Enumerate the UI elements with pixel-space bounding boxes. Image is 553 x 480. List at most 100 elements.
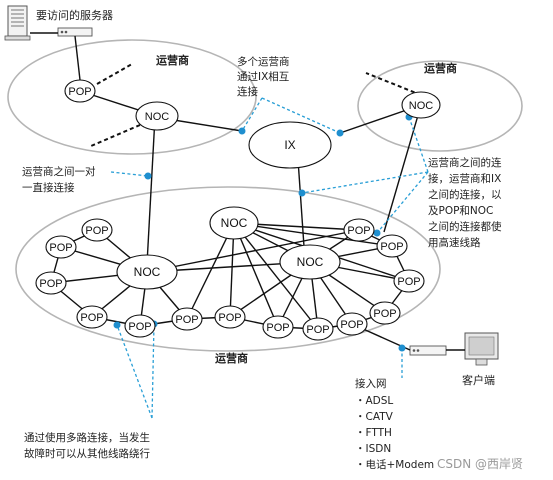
node-layer: POP NOC NOC IX NOC NOC NOC POP POP POP POP POP POP PO… (35, 79, 441, 341)
client-label: 客户端 (462, 373, 495, 387)
node-label: POP (397, 276, 420, 288)
note-line: 之间的连接，以 (428, 188, 502, 201)
link-dots (113, 113, 413, 352)
carrier-ellipse-top-right (357, 60, 523, 152)
node-label: NOC (409, 100, 434, 112)
note-direct: 运营商之间一对 一直接连接 (22, 165, 96, 194)
node-label: POP (266, 322, 289, 334)
access-item: ・CATV (355, 411, 394, 423)
access-item: ・电话+Modem (355, 458, 434, 471)
note-highspeed: 运营商之间的连 接，运营商和IX 之间的连接，以 及POP和NOC 之间的连接都… (428, 156, 502, 249)
access-item: ・FTTH (355, 427, 392, 439)
note-line: 多个运营商 (237, 55, 290, 68)
note-ix-interconnect: 多个运营商 通过IX相互 连接 (237, 55, 290, 98)
node-shape (76, 305, 108, 329)
node-label: POP (80, 312, 103, 324)
access-title: 接入网 (355, 377, 387, 390)
node-label: NOC (134, 265, 161, 279)
node-pop-b14: POP (343, 218, 375, 242)
node-shape (124, 314, 156, 338)
node-pop-b5: POP (124, 314, 156, 338)
node-shape (376, 234, 408, 258)
node-pop-b8: POP (262, 315, 294, 339)
node-ix-exchange: IX (248, 121, 332, 169)
callout-leaders (110, 97, 429, 419)
node-label: POP (175, 314, 198, 326)
server-label: 要访问的服务器 (36, 8, 113, 22)
router-icon (57, 27, 93, 37)
modem-icon (409, 345, 447, 356)
node-label: NOC (297, 255, 324, 269)
node-shape (81, 218, 113, 242)
node-label: POP (306, 324, 329, 336)
carrier-ellipse-bottom (15, 186, 441, 352)
node-noc-top-right: NOC (401, 91, 441, 119)
dashed-stubs (90, 63, 422, 147)
access-network-list: 接入网 ・ADSL ・CATV ・FTTH ・ISDN ・电话+Modem (355, 377, 434, 471)
carrier-label-bottom: 运营商 (215, 351, 248, 365)
carrier-label-top-left: 运营商 (156, 53, 189, 67)
node-noc-top-left: NOC (135, 101, 179, 131)
note-line: 运营商之间一对 (22, 165, 96, 178)
node-label: NOC (145, 111, 170, 123)
node-pop-b3: POP (35, 271, 67, 295)
watermark: CSDN @西岸贤 (437, 457, 523, 471)
node-noc-bottom-left: NOC (116, 254, 178, 290)
node-noc-bottom-center: NOC (279, 244, 341, 280)
access-item: ・ISDN (355, 443, 391, 455)
node-noc-bottom-upper: NOC (209, 206, 259, 240)
access-item: ・ADSL (355, 395, 393, 407)
node-pop-b7: POP (214, 305, 246, 329)
node-label: POP (373, 308, 396, 320)
note-line: 及POP和NOC (428, 205, 493, 217)
node-shape (214, 305, 246, 329)
node-label: POP (39, 278, 62, 290)
node-shape (135, 101, 179, 131)
node-pop-b1: POP (45, 235, 77, 259)
carrier-label-top-right: 运营商 (424, 61, 457, 75)
node-shape (401, 91, 441, 119)
node-shape (393, 269, 425, 293)
node-shape (171, 307, 203, 331)
carrier-ellipse-top-left (7, 39, 257, 155)
node-shape (248, 121, 332, 169)
node-pop-b12: POP (393, 269, 425, 293)
node-label: POP (347, 225, 370, 237)
node-label: POP (68, 86, 91, 98)
node-pop-b11: POP (369, 301, 401, 325)
node-pop-b9: POP (302, 317, 334, 341)
note-line: 通过IX相互 (237, 70, 289, 83)
node-pop-b4: POP (76, 305, 108, 329)
node-label: POP (85, 225, 108, 237)
node-shape (302, 317, 334, 341)
note-line: 通过使用多路连接，当发生 (24, 431, 150, 444)
note-line: 连接 (237, 85, 258, 98)
node-label: POP (218, 312, 241, 324)
note-multipath: 通过使用多路连接，当发生 故障时可以从其他线路绕行 (24, 431, 150, 460)
node-shape (64, 79, 96, 103)
node-label: POP (340, 319, 363, 331)
node-label: IX (284, 138, 295, 152)
node-shape (209, 206, 259, 240)
node-pop-b10: POP (336, 312, 368, 336)
node-shape (45, 235, 77, 259)
node-shape (279, 244, 341, 280)
note-line: 之间的连接都使 (428, 220, 502, 233)
server-pop-link (74, 35, 81, 81)
node-shape (116, 254, 178, 290)
server-icon (4, 5, 31, 41)
node-pop-b2: POP (81, 218, 113, 242)
monitor-icon (464, 332, 499, 366)
node-shape (262, 315, 294, 339)
note-line: 一直接连接 (22, 181, 75, 194)
node-label: NOC (221, 216, 248, 230)
node-shape (343, 218, 375, 242)
note-line: 运营商之间的连 (428, 156, 502, 169)
note-line: 用高速线路 (428, 236, 481, 249)
note-line: 接，运营商和IX (428, 172, 501, 185)
node-shape (369, 301, 401, 325)
node-label: POP (128, 321, 151, 333)
note-line: 故障时可以从其他线路绕行 (24, 447, 150, 460)
